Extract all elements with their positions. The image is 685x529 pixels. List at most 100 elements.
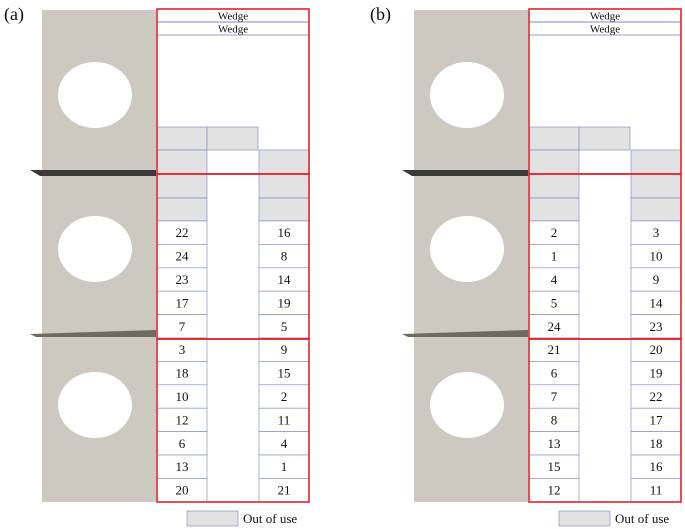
- frame-lower: [156, 338, 310, 503]
- hole-middle: [58, 216, 132, 282]
- specimen-number: 13: [176, 459, 189, 474]
- wedge-label: Wedge: [218, 24, 248, 36]
- specimen-number: 22: [176, 225, 189, 240]
- wedge-rows: Wedge Wedge: [528, 8, 682, 36]
- out-of-use-cell: [528, 149, 580, 175]
- out-of-use-cell: [156, 149, 208, 175]
- out-of-use-cell: [206, 126, 259, 151]
- out-of-use-cell: [528, 126, 580, 151]
- out-of-use-cell: [156, 173, 208, 199]
- out-of-use-cell: [156, 197, 208, 222]
- legend-label: Out of use: [615, 511, 669, 526]
- legend-label: Out of use: [243, 511, 297, 526]
- specimen-number: 4: [281, 436, 288, 451]
- specimen-number: 18: [176, 366, 189, 381]
- wedge-label: Wedge: [590, 11, 620, 23]
- specimen-number: 10: [176, 389, 189, 404]
- specimen-number: 6: [179, 436, 186, 451]
- specimen-number: 14: [278, 272, 292, 287]
- red-frames: [528, 8, 682, 503]
- specimen-number: 23: [650, 319, 663, 334]
- out-of-use-cell: [258, 149, 310, 175]
- specimen-cells: [528, 220, 682, 503]
- hole-bottom: [58, 372, 132, 438]
- specimen-number: 4: [551, 272, 558, 287]
- specimen-number: 2: [551, 225, 558, 240]
- specimen-number: 20: [176, 483, 189, 498]
- specimen-number: 8: [281, 249, 288, 264]
- blade-upper: [402, 170, 528, 176]
- wedge-label: Wedge: [590, 24, 620, 36]
- specimen-number: 3: [179, 342, 186, 357]
- specimen-number: 24: [176, 249, 190, 264]
- out-of-use-cell: [258, 197, 310, 222]
- panel-label: (a): [4, 4, 24, 25]
- specimen-number: 5: [281, 319, 288, 334]
- specimen-number: 13: [548, 436, 561, 451]
- red-frames: [156, 8, 310, 503]
- out-of-use-cell: [258, 173, 310, 199]
- specimen-number: 10: [650, 249, 663, 264]
- out-of-use-cell: [578, 126, 631, 151]
- specimen-number: 7: [551, 389, 558, 404]
- specimen-cells: [156, 220, 310, 503]
- specimen-number: 18: [650, 436, 663, 451]
- specimen-number: 2: [281, 389, 288, 404]
- hole-middle: [430, 216, 504, 282]
- specimen-number: 12: [548, 483, 561, 498]
- specimen-number: 23: [176, 272, 189, 287]
- specimen-number: 3: [653, 225, 660, 240]
- specimen-number: 1: [551, 249, 558, 264]
- out-of-use-cell: [630, 149, 682, 175]
- out-of-use-cell: [630, 197, 682, 222]
- plate: [402, 10, 528, 502]
- blade-lower: [30, 330, 156, 337]
- out-of-use-cell: [528, 173, 580, 199]
- out-of-use-cells: [528, 126, 682, 222]
- specimen-number: 21: [548, 342, 561, 357]
- legend-swatch: [558, 510, 611, 527]
- specimen-number: 6: [551, 366, 558, 381]
- panel-label: (b): [370, 4, 391, 25]
- out-of-use-cell: [156, 126, 208, 151]
- specimen-number: 15: [278, 366, 291, 381]
- specimen-number: 7: [179, 319, 186, 334]
- plate: [30, 10, 156, 502]
- specimen-number: 19: [650, 366, 663, 381]
- specimen-number: 14: [650, 295, 664, 310]
- specimen-number: 9: [653, 272, 660, 287]
- out-of-use-cell: [528, 197, 580, 222]
- specimen-number: 9: [281, 342, 288, 357]
- specimen-number: 17: [176, 295, 190, 310]
- legend-swatch: [186, 510, 239, 527]
- specimen-number: 16: [278, 225, 292, 240]
- specimen-number: 24: [548, 319, 562, 334]
- specimen-number: 5: [551, 295, 558, 310]
- specimen-number: 1: [281, 459, 288, 474]
- hole-top: [58, 62, 132, 128]
- frame-lower: [528, 338, 682, 503]
- legend: Out of use: [558, 510, 669, 527]
- out-of-use-cell: [630, 173, 682, 199]
- legend: Out of use: [186, 510, 297, 527]
- specimen-number: 12: [176, 412, 189, 427]
- blade-upper: [30, 170, 156, 176]
- hole-top: [430, 62, 504, 128]
- hole-bottom: [430, 372, 504, 438]
- wedge-rows: Wedge Wedge: [156, 8, 310, 36]
- specimen-number: 17: [650, 412, 664, 427]
- specimen-number: 20: [650, 342, 663, 357]
- specimen-number: 16: [650, 459, 664, 474]
- specimen-number: 11: [278, 412, 291, 427]
- specimen-number: 15: [548, 459, 561, 474]
- specimen-number: 8: [551, 412, 558, 427]
- specimen-number: 22: [650, 389, 663, 404]
- wedge-label: Wedge: [218, 11, 248, 23]
- specimen-number: 11: [650, 483, 663, 498]
- specimen-number: 19: [278, 295, 291, 310]
